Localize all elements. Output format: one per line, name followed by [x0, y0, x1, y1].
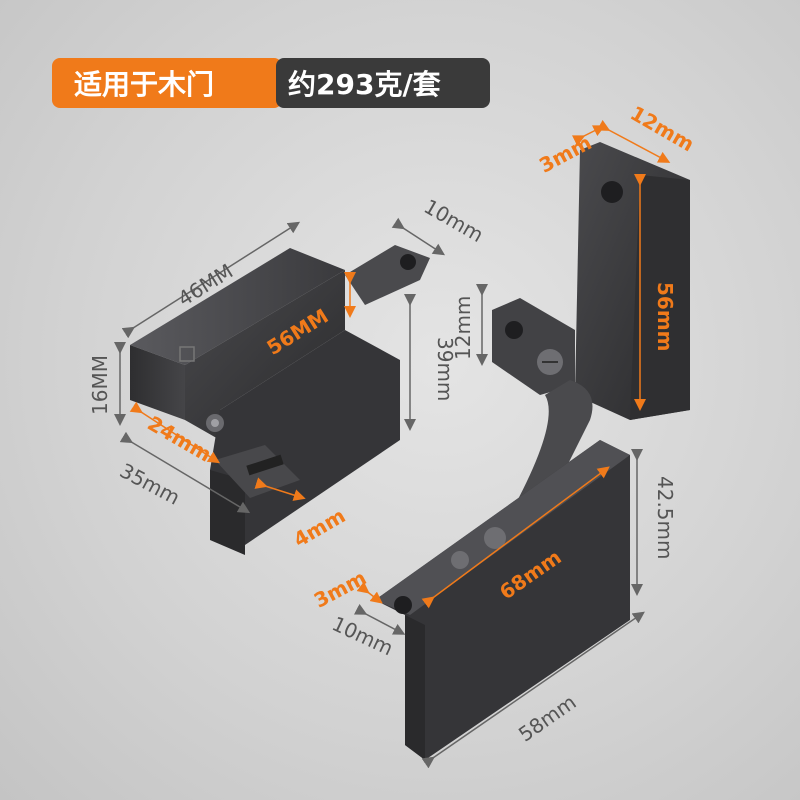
dim-hinge-base-length: 58mm [514, 690, 581, 747]
dim-hinge-width: 12mm [626, 101, 698, 157]
material-badge: 适用于木门 [52, 58, 282, 108]
hinge-mount-hole [505, 321, 523, 339]
hinge-upper-hole [601, 181, 623, 203]
dim-hinge-tab-width: 10mm [328, 611, 397, 660]
weight-badge-label: 约293克/套 [288, 68, 441, 101]
latch-front-face [185, 270, 345, 440]
dim-hinge-lower-height: 42.5mm [653, 476, 677, 560]
hinge-screw-small [451, 551, 469, 569]
dim-hinge-plate-thickness: 3mm [310, 565, 370, 612]
hinge-lower-hole [394, 596, 412, 614]
latch-marking [179, 346, 195, 362]
dim-hinge-mount-height: 12mm [451, 296, 475, 360]
latch-left-face [130, 345, 185, 420]
hinge-body [375, 142, 690, 760]
hinge-mount-plate [492, 298, 575, 395]
dim-latch-height: 39mm [433, 337, 457, 401]
latch-mount-tab [345, 245, 430, 305]
dim-hinge-upper-height: 56mm [653, 282, 677, 352]
latch-mount-hole [400, 254, 416, 270]
dim-latch-depth: 16MM [88, 355, 112, 415]
weight-badge: 约293克/套 [276, 58, 490, 108]
latch-slot [246, 454, 284, 476]
dim-latch-tab-thickness: 10mm [420, 194, 488, 247]
dim-latch-slot: 4mm [289, 503, 349, 552]
hinge-lower-side [405, 615, 425, 760]
dim-latch-length: 35mm [116, 458, 184, 509]
material-badge-label: 适用于木门 [74, 68, 215, 101]
